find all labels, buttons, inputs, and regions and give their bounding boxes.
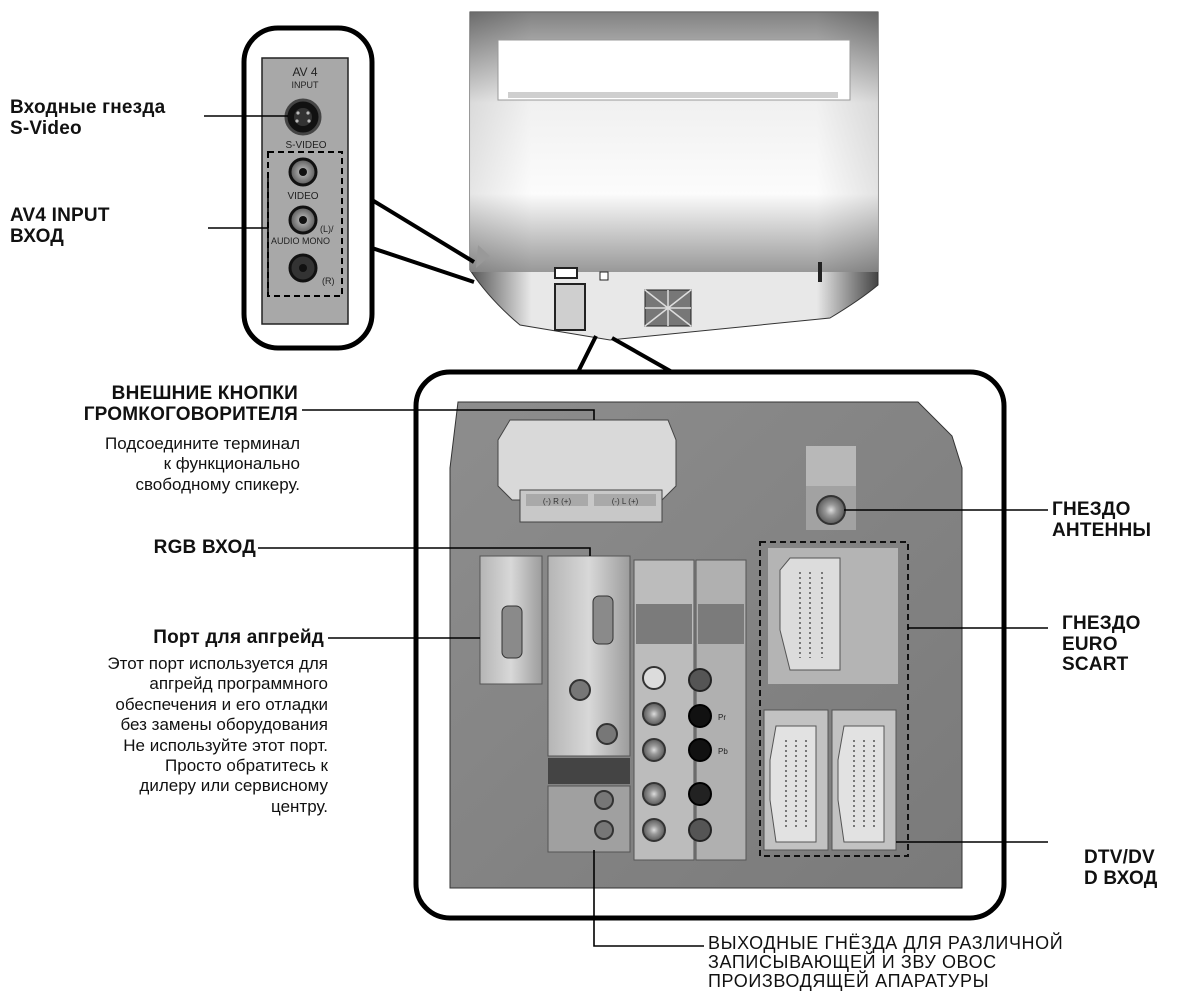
rgb-input-port (547, 555, 631, 853)
rgb-input-callout: RGB ВХОД (153, 537, 256, 558)
leader-speaker (302, 409, 595, 420)
dtv-dvd-callout: DTV/DV D ВХОД (1084, 847, 1158, 889)
av4-side-panel-zoom: AV 4 INPUT S-VIDEO VIDEO (L)/ AUDIO MONO… (241, 25, 476, 351)
upgrade-port-title: Порт для апгрейд (153, 627, 324, 648)
pb-label: Pb (718, 747, 728, 756)
s-video-input-callout: Входные гнезда S-Video (10, 97, 166, 139)
speaker-terminal-block: (-) R (+) (-) L (+) (497, 419, 677, 523)
component-jack-column-2: Pr Pb (688, 559, 747, 861)
speaker-l-label: (-) L (+) (612, 497, 639, 506)
pr-label: Pr (718, 713, 726, 722)
leader-rgb (258, 547, 591, 556)
ventilation-grille (644, 289, 692, 327)
leader-av4 (208, 172, 269, 296)
antenna-callout: ГНЕЗДО АНТЕННЫ (1052, 499, 1152, 541)
video-jack (288, 157, 318, 187)
euro-scart-socket (759, 541, 909, 857)
av4-input-label: INPUT (292, 80, 320, 90)
audio-mono-label: AUDIO MONO (271, 236, 330, 246)
audio-right-jack (288, 253, 318, 283)
dtv-scart-socket-2 (831, 709, 897, 851)
av4-title: AV 4 (292, 65, 317, 79)
external-speaker-title: ВНЕШНИЕ КНОПКИ ГРОМКОГОВОРИТЕЛЯ (83, 383, 298, 425)
audio-right-label: (R) (322, 276, 335, 286)
tv-back-housing (469, 11, 879, 341)
video-label: VIDEO (287, 191, 318, 202)
leader-lines (204, 115, 1048, 947)
upgrade-port (479, 555, 543, 685)
dtv-scart-socket-1 (763, 709, 829, 851)
speaker-r-label: (-) R (+) (543, 497, 572, 506)
component-jack-column-1 (633, 559, 695, 861)
antenna-jack (806, 446, 856, 530)
s-video-jack (284, 98, 322, 136)
output-jacks-callout: ВЫХОДНЫЕ ГНЁЗДА ДЛЯ РАЗЛИЧНОЙ ЗАПИСЫВАЮЩ… (708, 933, 1064, 991)
leader-output (593, 850, 704, 947)
external-speaker-desc: Подсоедините терминал к функционально св… (105, 434, 300, 494)
upgrade-port-desc: Этот порт используется для апгрейд прогр… (107, 654, 328, 816)
rear-panel-zoom: (-) R (+) (-) L (+) (413, 335, 1007, 921)
audio-left-jack (288, 205, 318, 235)
audio-mono-label-l: (L)/ (320, 224, 334, 234)
euro-scart-callout: ГНЕЗДО EURO SCART (1062, 613, 1141, 676)
av4-input-callout: AV4 INPUT ВХОД (10, 205, 110, 247)
s-video-label: S-VIDEO (285, 140, 326, 151)
